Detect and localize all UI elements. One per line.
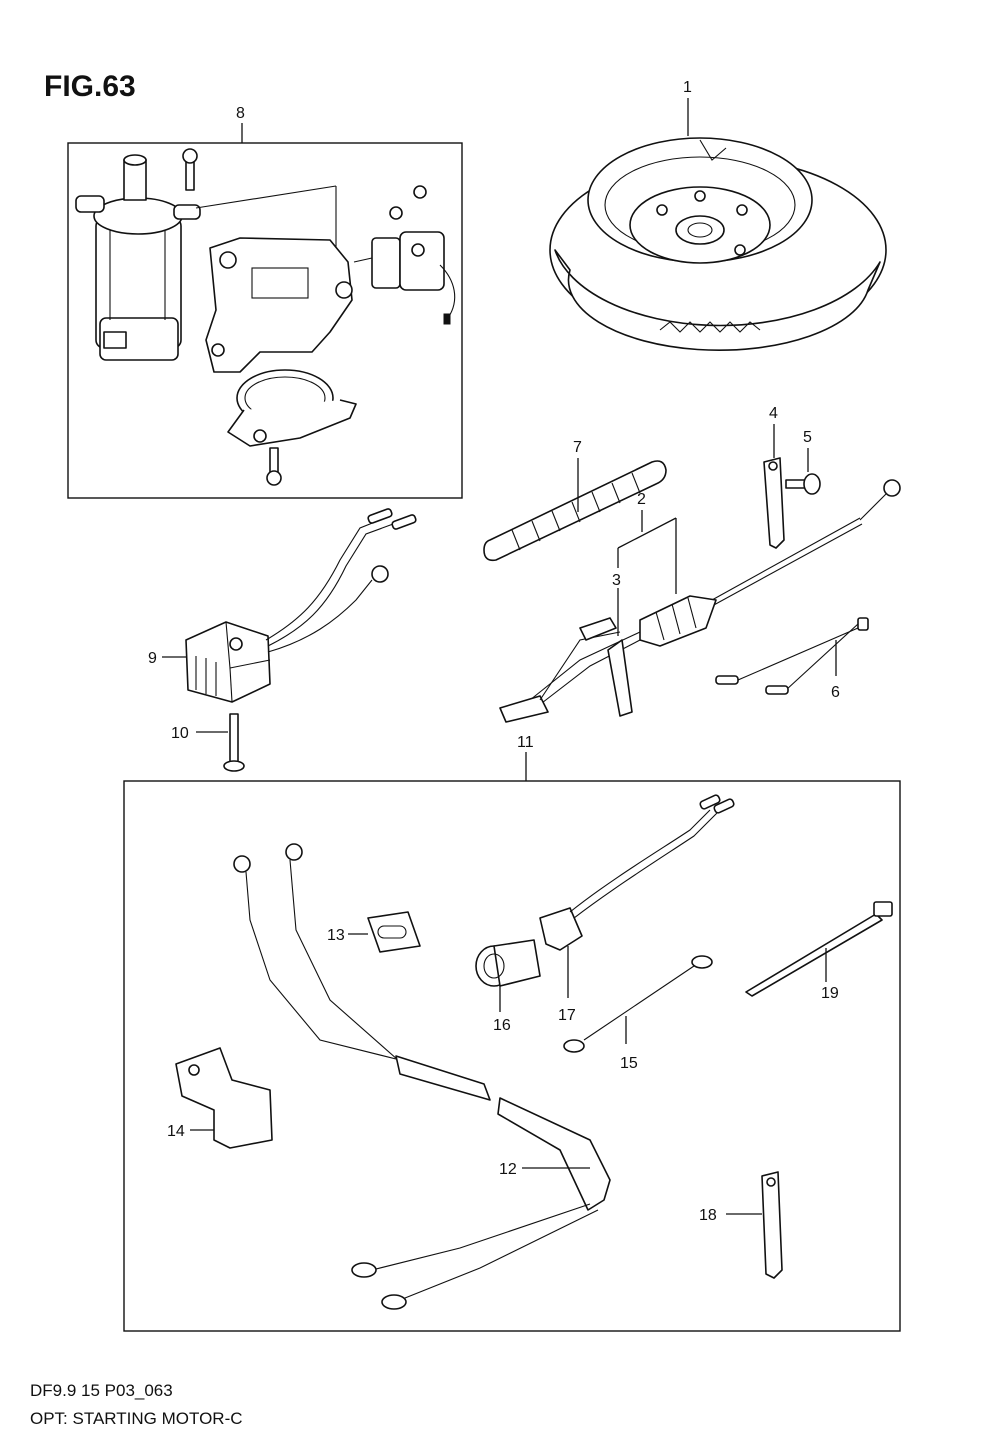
clamp-4[interactable] [763,457,785,549]
protector-tube[interactable] [483,460,667,562]
clamp-18[interactable] [761,1171,783,1279]
figure-title: FIG.63 [44,70,136,103]
callout-11[interactable]: 11 [517,734,534,751]
callout-1[interactable]: 1 [683,79,692,96]
callout-8[interactable]: 8 [236,105,245,122]
callout-18[interactable]: 18 [699,1207,717,1224]
starting-motor-assembly[interactable] [75,148,456,486]
model-code: DF9.9 15 P03_063 [30,1381,173,1400]
callout-17[interactable]: 17 [558,1007,576,1024]
flywheel[interactable] [549,137,887,352]
clamp-14[interactable] [175,1047,273,1149]
callout-6[interactable]: 6 [831,684,840,701]
cable-tie-19[interactable] [745,901,893,997]
battery-cable-12[interactable] [233,843,611,1310]
callout-12[interactable]: 12 [499,1161,517,1178]
grommet-17[interactable] [539,794,735,951]
figure-caption: OPT: STARTING MOTOR-C [30,1409,243,1428]
part-8-group-box [67,142,463,499]
callout-19[interactable]: 19 [821,985,839,1002]
part-11-group-box [123,780,901,1332]
callout-10[interactable]: 10 [171,725,189,742]
starter-relay-9[interactable] [185,508,417,703]
callout-15[interactable]: 15 [620,1055,638,1072]
callout-5[interactable]: 5 [803,429,812,446]
lead-wire-6[interactable] [715,617,869,695]
cable-assembly[interactable] [499,479,901,723]
callout-16[interactable]: 16 [493,1017,511,1034]
callout-9[interactable]: 9 [148,650,157,667]
callout-2[interactable]: 2 [637,491,646,508]
callout-13[interactable]: 13 [327,927,345,944]
lead-wire-15[interactable] [563,955,713,1053]
grommet-13[interactable] [367,911,421,953]
screw-5[interactable] [785,473,821,495]
switch-16[interactable] [475,939,541,987]
callout-14[interactable]: 14 [167,1123,185,1140]
bolt-10[interactable] [223,713,245,772]
callout-4[interactable]: 4 [769,405,778,422]
callout-7[interactable]: 7 [573,439,582,456]
callout-3[interactable]: 3 [612,572,621,589]
